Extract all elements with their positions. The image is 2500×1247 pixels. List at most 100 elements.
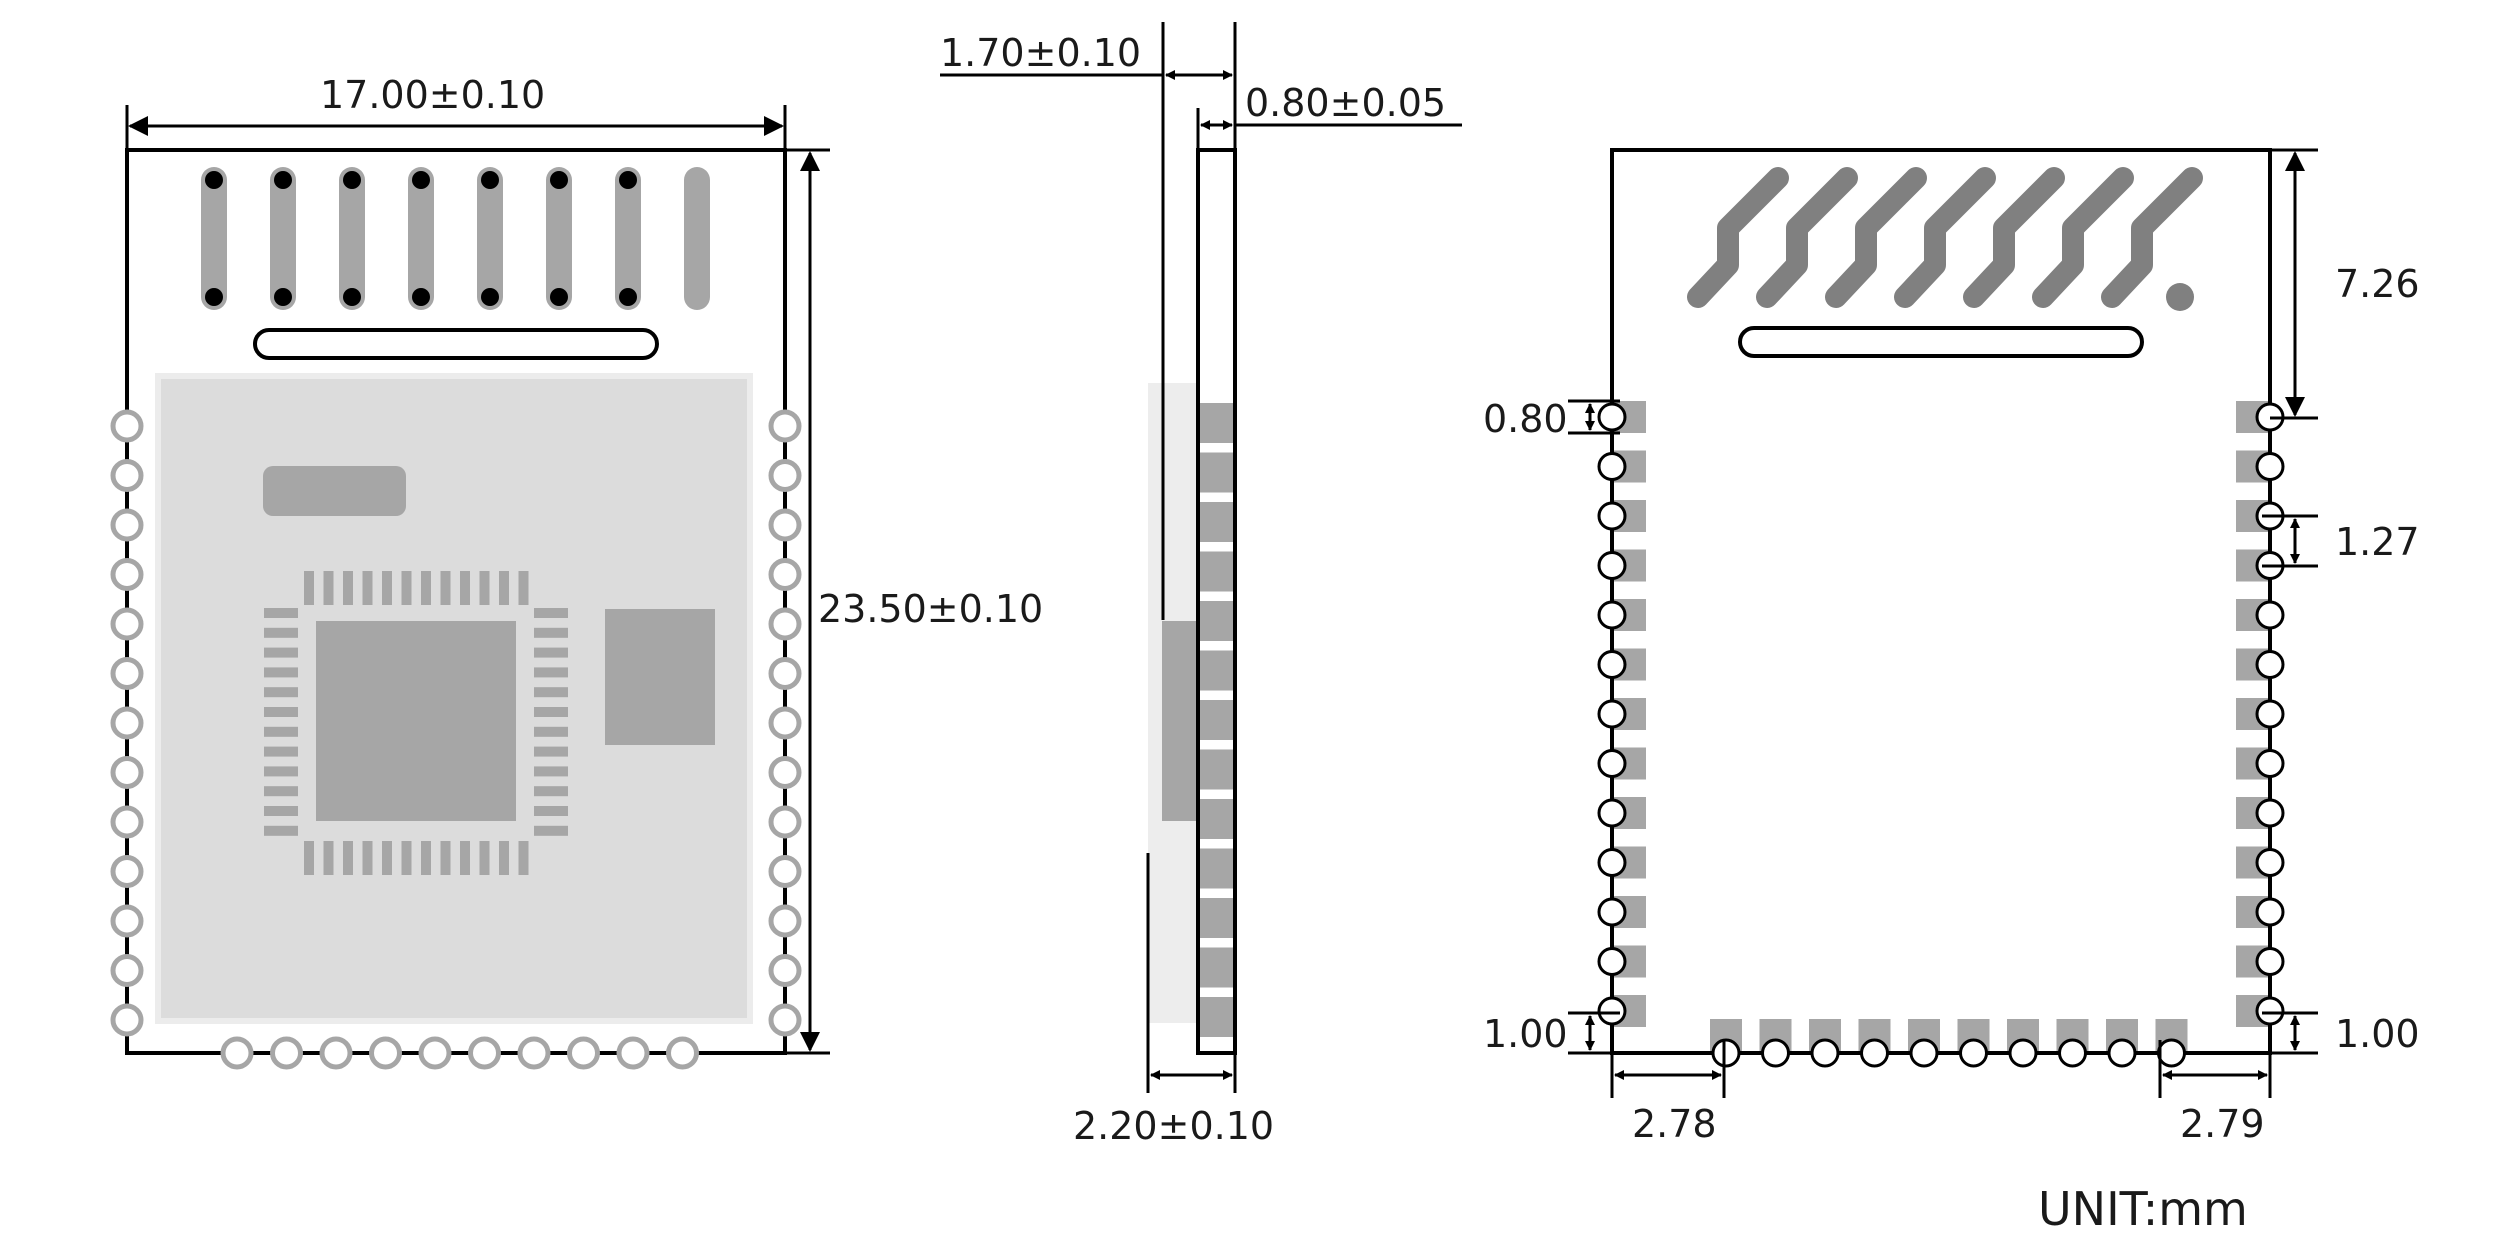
side-pad — [1200, 848, 1233, 889]
castellation-left — [110, 459, 144, 492]
castellation-right — [2255, 996, 2285, 1026]
castellation-left — [1597, 947, 1627, 976]
castellation-bottom — [1860, 1038, 1889, 1068]
castellation-bottom — [220, 1036, 254, 1070]
castellation-left — [110, 558, 144, 591]
unit-label: UNIT:mm — [2038, 1182, 2248, 1236]
pad-width-label: 0.80 — [1483, 397, 1568, 441]
castellation-left — [110, 508, 144, 542]
castellation-right — [768, 954, 802, 987]
via-dot — [550, 288, 568, 306]
via-dot — [619, 288, 637, 306]
chip-pin-top — [401, 571, 412, 605]
castellation-right — [2255, 947, 2285, 976]
castellation-left — [1597, 996, 1627, 1026]
chip-pin-bottom — [460, 841, 470, 875]
castellation-left — [110, 1003, 144, 1037]
side-pad — [1200, 749, 1233, 790]
castellation-right — [768, 409, 802, 443]
side-total-label: 2.20±0.10 — [1073, 1104, 1274, 1148]
castellation-left — [110, 904, 144, 938]
zigzag-trace — [1825, 167, 1927, 308]
chip-pins — [264, 571, 568, 875]
side-pad — [1200, 502, 1233, 542]
castellation-bottom — [1711, 1038, 1741, 1068]
zigzag-trace — [1894, 167, 1996, 308]
front-castellations — [110, 409, 802, 1070]
bottom-antenna-traces — [1687, 167, 2203, 308]
chip-pin-left — [264, 667, 298, 678]
bottom-board-outline — [1610, 148, 2272, 1055]
chip-pin-right — [534, 726, 568, 737]
chip-pin-top — [440, 571, 451, 605]
small-component — [263, 466, 406, 516]
chip-pin-right — [534, 825, 568, 836]
castellation-left — [1597, 501, 1627, 531]
chip-pin-top — [362, 571, 373, 605]
castellation-right — [768, 855, 802, 888]
side-pads — [1200, 403, 1233, 1037]
castellation-left — [110, 756, 144, 789]
castellation-bottom — [567, 1036, 600, 1070]
via-dot — [481, 288, 499, 306]
antenna-height-label: 7.26 — [2335, 262, 2420, 306]
chip-pin-left — [264, 786, 298, 797]
chip-pin-left — [264, 707, 298, 717]
antenna-slot — [253, 328, 659, 360]
castellation-left — [1597, 452, 1627, 481]
castellation-right — [2255, 650, 2285, 679]
front-width-label: 17.00±0.10 — [320, 73, 545, 117]
chip-pin-left — [264, 726, 298, 737]
chip-pin-bottom — [421, 841, 431, 875]
left-corner-label: 1.00 — [1483, 1012, 1568, 1056]
side-board-label: 0.80±0.05 — [1245, 81, 1446, 125]
chip-pin-top — [499, 571, 509, 605]
chip-pin-right — [534, 608, 568, 618]
chip-pin-left — [264, 608, 298, 618]
castellation-left — [110, 409, 144, 443]
castellation-left — [1597, 798, 1627, 828]
chip-pin-left — [264, 647, 298, 658]
castellation-right — [2255, 848, 2285, 877]
castellation-right — [768, 805, 802, 839]
bottom-castellations — [1597, 402, 2285, 1068]
castellation-left — [110, 855, 144, 888]
front-view: 17.00±0.10 23.50±0.10 — [110, 73, 1043, 1070]
side-pad — [1200, 403, 1233, 443]
chip-pin-left — [264, 766, 298, 777]
castellation-bottom — [616, 1036, 650, 1070]
castellation-bottom — [1909, 1038, 1939, 1068]
via-dot — [343, 288, 361, 306]
castellation-right — [768, 904, 802, 938]
zigzag-trace — [1756, 167, 1858, 308]
castellation-right — [768, 706, 802, 740]
chip-pin-right — [534, 627, 568, 638]
chip-pin-right — [534, 687, 568, 698]
castellation-bottom — [1761, 1038, 1790, 1068]
castellation-left — [1597, 897, 1627, 927]
castellation-bottom — [270, 1036, 303, 1070]
castellation-right — [768, 657, 802, 690]
chip-pin-top — [518, 571, 529, 605]
castellation-bottom — [1810, 1038, 1840, 1068]
castellation-bottom — [2107, 1038, 2137, 1068]
castellation-right — [768, 756, 802, 789]
castellation-right — [768, 558, 802, 591]
chip-pin-bottom — [304, 841, 314, 875]
via-dot — [412, 288, 430, 306]
side-pad — [1200, 700, 1233, 740]
left-edge-label: 2.78 — [1632, 1102, 1717, 1146]
side-pad — [1200, 997, 1233, 1037]
castellation-bottom — [369, 1036, 402, 1070]
via-dot — [550, 171, 568, 189]
chip-pin-top — [343, 571, 353, 605]
chip-pin-bottom — [343, 841, 353, 875]
chip-pin-top — [479, 571, 490, 605]
castellation-left — [1597, 402, 1627, 432]
castellation-bottom — [1959, 1038, 1988, 1068]
zigzag-trace — [1963, 167, 2065, 308]
bottom-antenna-slot — [1738, 326, 2144, 358]
chip-pin-top — [421, 571, 431, 605]
castellation-bottom — [319, 1036, 353, 1070]
main-chip — [316, 621, 516, 821]
